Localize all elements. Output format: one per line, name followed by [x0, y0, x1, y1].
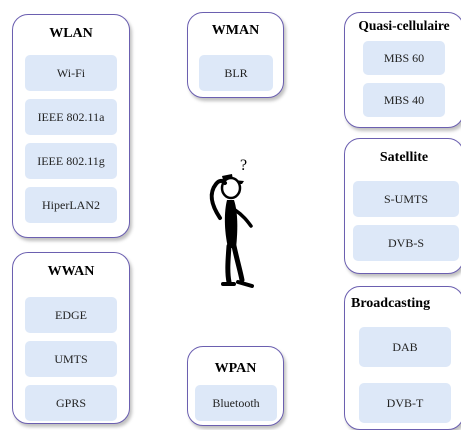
group-title-broadcasting: Broadcasting	[351, 296, 431, 311]
group-title-quasi-cellulaire: Quasi-cellulaire	[358, 18, 450, 33]
group-title-wpan: WPAN	[214, 361, 257, 376]
item-mbs-40: MBS 40	[363, 83, 445, 117]
group-title-wwan: WWAN	[47, 264, 95, 279]
item-edge: EDGE	[25, 297, 117, 333]
item-dvb-t: DVB-T	[359, 383, 451, 423]
group-quasi-cellulaire: Quasi-cellulaire MBS 60 MBS 40	[344, 12, 461, 128]
group-title-satellite: Satellite	[379, 150, 429, 165]
group-title-wlan: WLAN	[49, 26, 93, 41]
group-title-wman: WMAN	[211, 23, 260, 38]
item-umts: UMTS	[25, 341, 117, 377]
item-hiperlan2: HiperLAN2	[25, 187, 117, 223]
item-gprs: GPRS	[25, 385, 117, 421]
group-wwan: WWAN EDGE UMTS GPRS	[12, 252, 130, 424]
group-wlan: WLAN Wi-Fi IEEE 802.11a IEEE 802.11g Hip…	[12, 14, 130, 238]
item-dvb-s: DVB-S	[353, 225, 459, 261]
group-broadcasting: Broadcasting DAB DVB-T	[344, 286, 461, 430]
group-wpan: WPAN Bluetooth	[187, 346, 284, 426]
item-ieee-80211a: IEEE 802.11a	[25, 99, 117, 135]
item-wifi: Wi-Fi	[25, 55, 117, 91]
item-blr: BLR	[199, 55, 273, 91]
item-bluetooth: Bluetooth	[195, 385, 277, 421]
item-mbs-60: MBS 60	[363, 41, 445, 75]
item-dab: DAB	[359, 327, 451, 367]
group-satellite: Satellite S-UMTS DVB-S	[344, 138, 461, 274]
item-s-umts: S-UMTS	[353, 181, 459, 217]
question-mark-symbol: ?	[240, 157, 247, 174]
stick-figure-drawing: ?	[209, 157, 254, 288]
group-wman: WMAN BLR	[187, 12, 284, 98]
confused-stick-figure-icon: ?	[196, 150, 266, 305]
item-ieee-80211g: IEEE 802.11g	[25, 143, 117, 179]
